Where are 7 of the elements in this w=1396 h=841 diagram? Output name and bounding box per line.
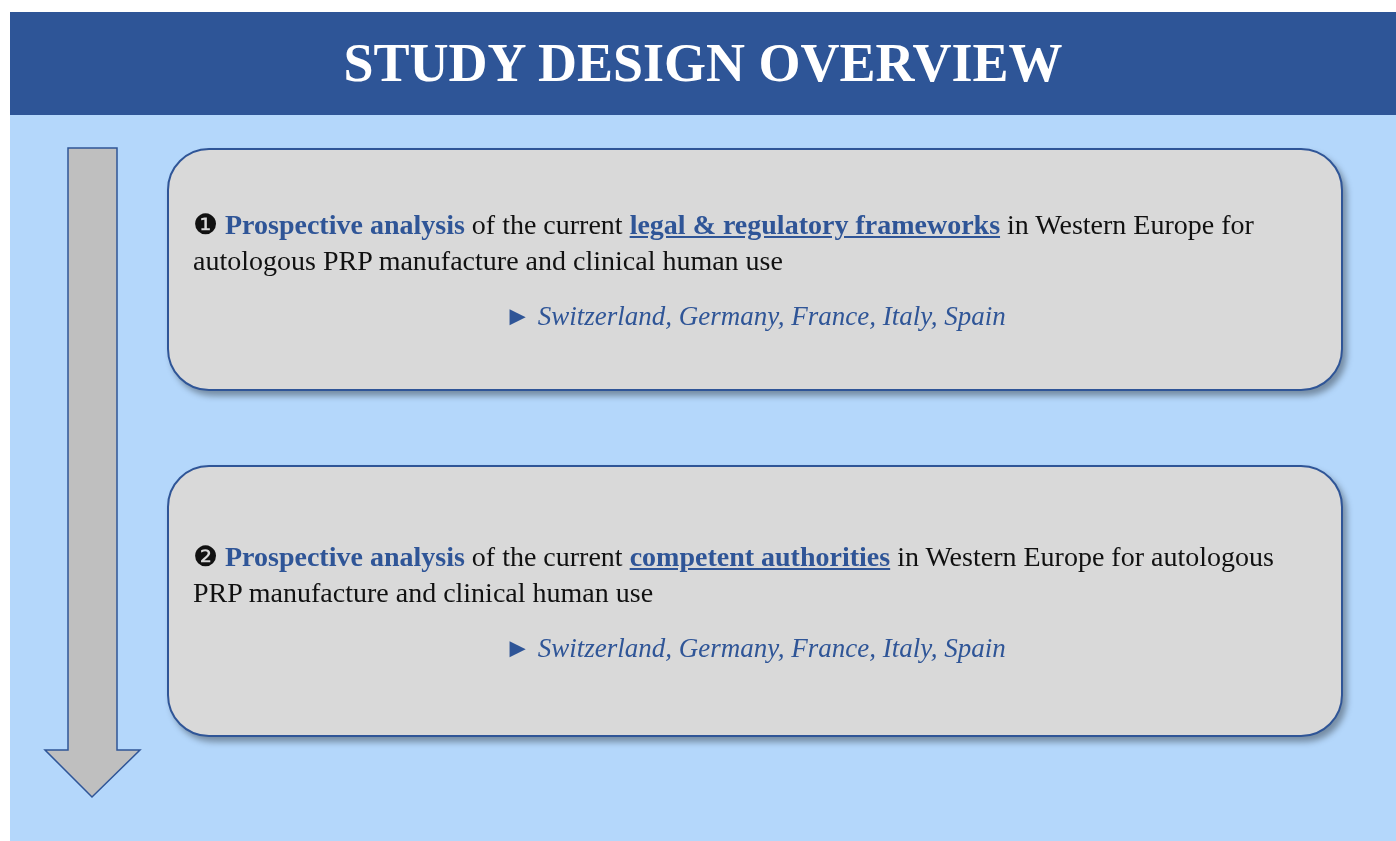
country-list: ► Switzerland, Germany, France, Italy, Spain [193,632,1317,664]
country-list: ► Switzerland, Germany, France, Italy, Spain [193,301,1317,332]
step-box [167,465,1343,737]
step-box [167,148,1343,391]
step-description: ❷ Prospective analysis of the current competent authorities in Western Europe for autologous PRP manufacture and clinical human use [193,539,1275,610]
title: STUDY DESIGN OVERVIEW [10,12,1396,115]
step-description: ❶ Prospective analysis of the current legal & regulatory frameworks in Western Europe for autologous PRP manufacture and clinical human use [193,208,1255,278]
